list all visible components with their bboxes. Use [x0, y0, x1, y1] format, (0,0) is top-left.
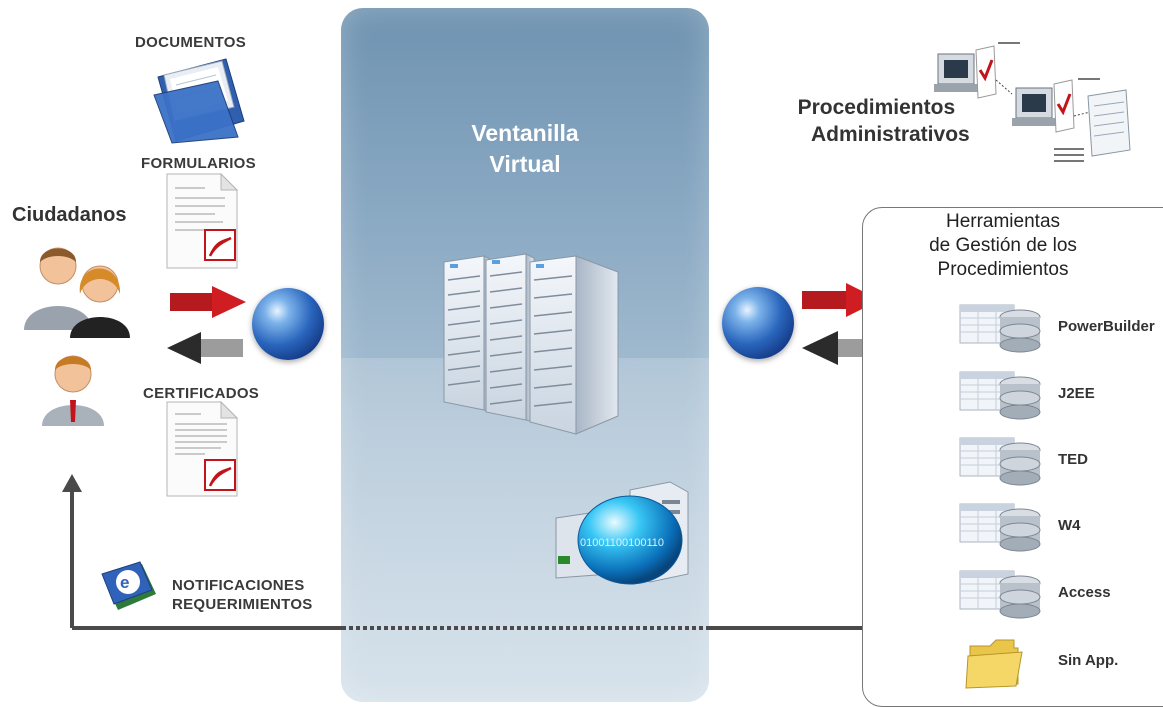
procedimientos-line1: Procedimientos — [797, 96, 956, 119]
tools-title-line3: Procedimientos — [937, 259, 1069, 280]
procedimientos-label: Procedimientos Administrativos — [783, 94, 970, 148]
tool-row-ted: TED — [958, 436, 1163, 486]
table-database-icon — [959, 371, 1041, 420]
documents-folder-icon — [153, 58, 245, 144]
pdf-certificate-icon — [166, 400, 239, 497]
user-icon — [42, 355, 104, 426]
server-rack-icon — [443, 253, 619, 435]
tools-title-line2: de Gestión de los — [929, 235, 1077, 256]
tools-title: Herramientas de Gestión de los Procedimi… — [878, 210, 1128, 282]
tool-row-powerbuilder: PowerBuilder — [958, 303, 1163, 353]
table-database-icon — [959, 304, 1041, 353]
panel-title-line1: Ventanilla — [471, 120, 579, 146]
tools-title-line1: Herramientas — [945, 211, 1061, 232]
email-notification-icon: e — [101, 561, 156, 610]
table-database-icon — [959, 437, 1041, 486]
tool-row-j2ee: J2EE — [958, 370, 1163, 420]
ciudadanos-label: Ciudadanos — [12, 204, 127, 226]
notificaciones-text: NOTIFICACIONES — [172, 577, 305, 594]
notification-return-line — [62, 474, 875, 630]
folder-icon — [965, 639, 1023, 689]
tool-label-w4: W4 — [1058, 517, 1081, 534]
database-server-icon: 01001100100110 — [555, 481, 689, 585]
certificados-label: CERTIFICADOS — [143, 385, 260, 402]
tool-row-sin-app: Sin App. — [958, 636, 1163, 689]
notificaciones-label: NOTIFICACIONES REQUERIMIENTOS — [172, 576, 313, 614]
workflow-approval-icon — [934, 42, 1131, 162]
binary-text: 01001100100110 — [580, 537, 664, 549]
panel-title-line2: Virtual — [489, 151, 561, 177]
tool-row-access: Access — [958, 569, 1163, 619]
requerimientos-text: REQUERIMIENTOS — [172, 596, 313, 613]
svg-text:e: e — [120, 573, 129, 592]
table-database-icon — [959, 503, 1041, 552]
procedimientos-line2: Administrativos — [811, 123, 970, 146]
tool-label-powerbuilder: PowerBuilder — [1058, 318, 1155, 335]
tool-label-sin-app: Sin App. — [1058, 652, 1119, 669]
table-database-icon — [959, 570, 1041, 619]
tool-label-access: Access — [1058, 584, 1111, 601]
arrow-right-red-icon — [170, 286, 246, 318]
documentos-label: DOCUMENTOS — [135, 34, 247, 51]
users-group-icon — [24, 247, 130, 338]
globe-left-icon — [252, 288, 324, 360]
arrow-left-dark-icon — [167, 332, 243, 364]
formularios-label: FORMULARIOS — [141, 155, 256, 172]
tool-label-ted: TED — [1058, 451, 1088, 468]
tool-row-w4: W4 — [958, 502, 1163, 552]
tool-label-j2ee: J2EE — [1058, 385, 1095, 402]
panel-title: Ventanilla Virtual — [341, 118, 709, 180]
globe-right-icon — [722, 287, 794, 359]
pdf-form-icon — [166, 172, 239, 269]
